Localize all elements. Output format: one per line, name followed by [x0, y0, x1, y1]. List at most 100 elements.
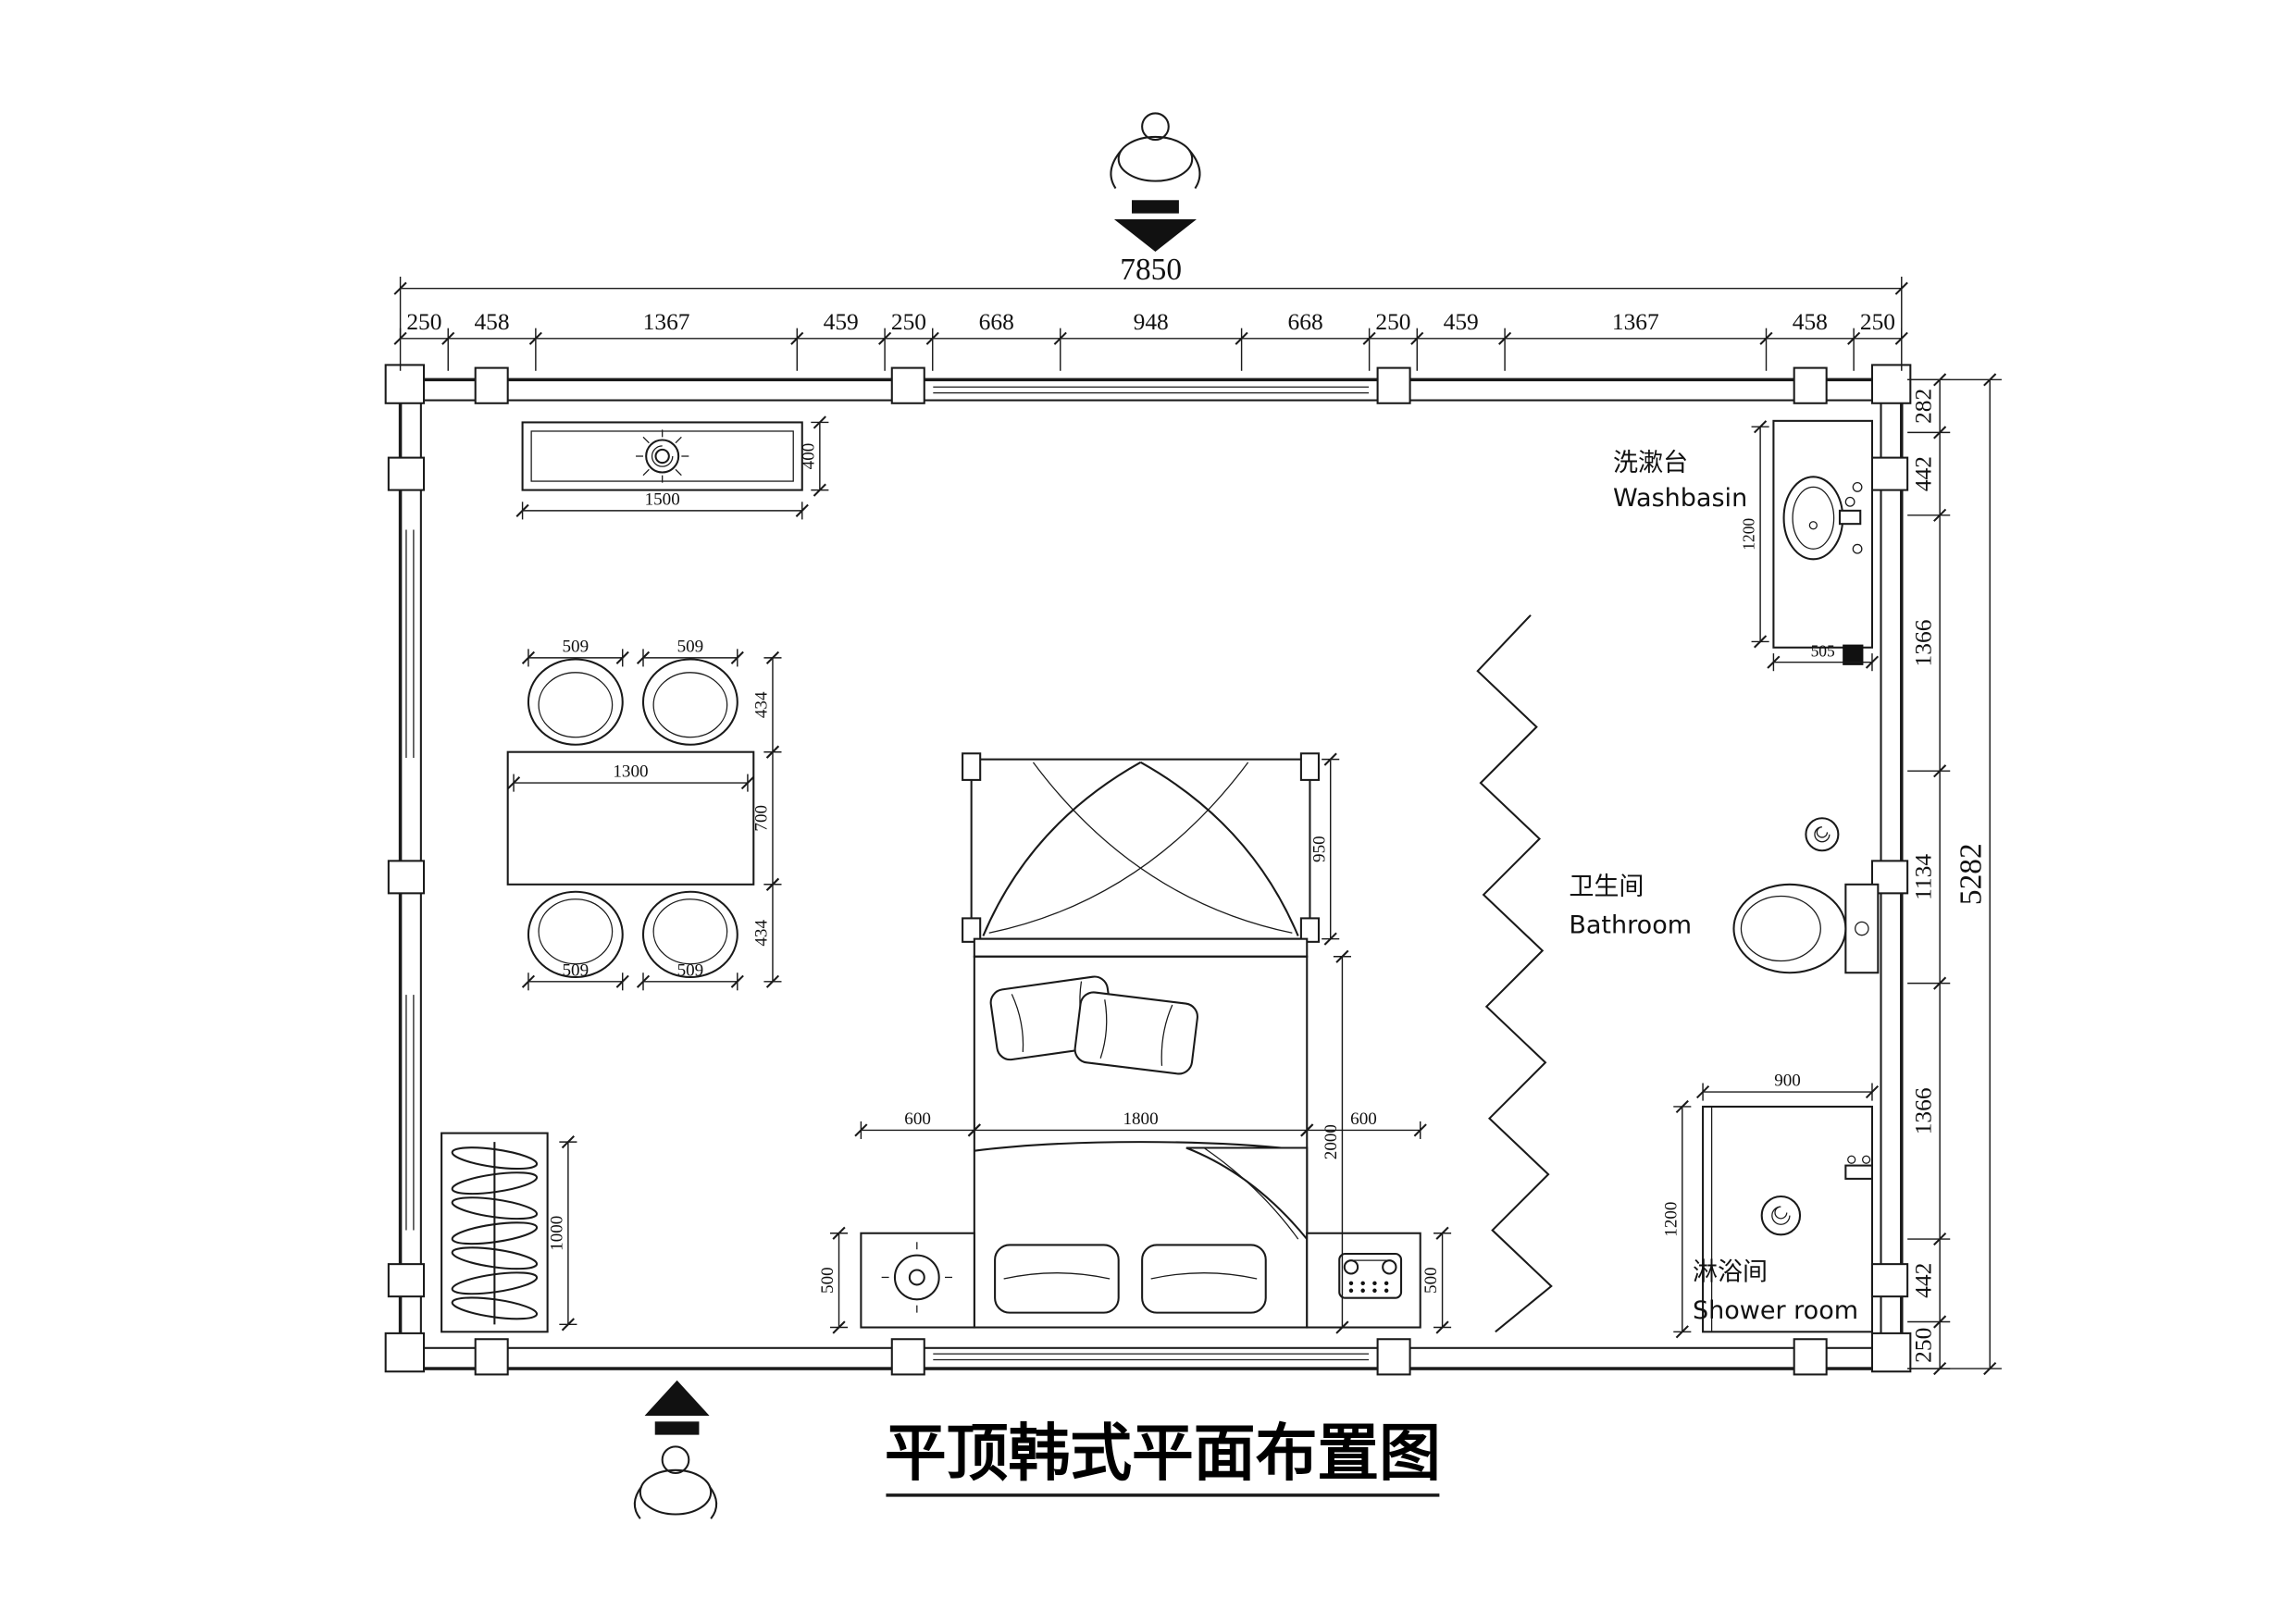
- drawing-title: 平顶韩式平面布置图: [885, 1418, 1441, 1490]
- light-rays: [636, 429, 689, 483]
- ceiling-light: [521, 421, 803, 491]
- right-dim-1: 442: [1910, 456, 1937, 491]
- hanger: [451, 1296, 539, 1320]
- column: [1870, 456, 1909, 491]
- column: [1376, 1338, 1411, 1376]
- column: [387, 860, 426, 895]
- top-dim-9: 459: [1444, 308, 1479, 335]
- dim-nightstand_right_depth: 500: [1421, 1267, 1441, 1294]
- column: [384, 364, 426, 404]
- hanger: [451, 1171, 539, 1196]
- dining-set: [506, 658, 755, 979]
- headboard: [973, 937, 1309, 958]
- walls: [384, 364, 1912, 1376]
- shower-stall: [1702, 1105, 1874, 1333]
- entrance-arrow-top-icon: [1113, 200, 1197, 252]
- blanket-edge: [974, 1141, 1308, 1152]
- dim-chair_depth_top: 434: [752, 691, 772, 718]
- shower-label-en: Shower room: [1693, 1296, 1858, 1325]
- lamp: [893, 1254, 940, 1301]
- top-dim-6: 948: [1134, 308, 1169, 335]
- washbasin-counter: [1772, 419, 1874, 665]
- room-labels: 洗漱台 Washbasin 卫生间 Bathroom 淋浴间 Shower ro…: [1569, 449, 1858, 1325]
- dim-nightstand_right_width: 600: [1350, 1109, 1377, 1129]
- top-dim-7: 668: [1288, 308, 1323, 335]
- column: [1870, 1332, 1912, 1373]
- column: [474, 1338, 509, 1376]
- person-top-icon: [1110, 112, 1201, 190]
- nightstand-left: [860, 1232, 975, 1329]
- dim-washbasin_length: 1200: [1740, 518, 1758, 551]
- column: [387, 1263, 426, 1298]
- nightstand-right: [1306, 1232, 1421, 1329]
- canopy-drape: [982, 761, 1142, 936]
- top-dim-2: 1367: [643, 308, 690, 335]
- right-dim-4: 1366: [1910, 1087, 1937, 1134]
- top-dim-1: 458: [474, 308, 509, 335]
- column: [387, 456, 426, 491]
- window-lines: [405, 386, 1370, 1361]
- bathroom-label-en: Bathroom: [1569, 911, 1692, 939]
- washbasin-label-en: Washbasin: [1613, 484, 1747, 513]
- shower-label-cn: 淋浴间: [1693, 1258, 1768, 1287]
- right-dim-5: 442: [1910, 1263, 1937, 1298]
- partition-breakline: [1476, 614, 1553, 1333]
- toilet: [1732, 883, 1880, 974]
- right-total-dim: 5282: [1955, 843, 1989, 905]
- person-bottom-icon: [633, 1445, 718, 1519]
- column: [1376, 366, 1411, 404]
- dim-bed_length: 2000: [1322, 1124, 1341, 1159]
- telephone: [1338, 1252, 1403, 1299]
- column: [1793, 1338, 1828, 1376]
- dim-chair_width_br: 509: [677, 960, 704, 980]
- top-dim-12: 250: [1860, 308, 1895, 335]
- blanket-fold: [1185, 1146, 1309, 1242]
- dim-wardrobe_length: 1000: [548, 1216, 567, 1251]
- coat-rack: [441, 1132, 549, 1333]
- hanger: [451, 1246, 539, 1270]
- dim-shower_length: 1200: [1661, 1202, 1681, 1237]
- dim-nightstand_left_depth: 500: [818, 1267, 838, 1294]
- top-dim-0: 250: [406, 308, 441, 335]
- mattress: [973, 955, 1309, 1329]
- dim-canopy_depth: 950: [1309, 836, 1329, 862]
- hanger: [451, 1221, 539, 1245]
- shower-mixer: [1844, 1164, 1874, 1180]
- right-dim-0: 282: [1910, 389, 1937, 424]
- toilet-tank: [1844, 883, 1880, 974]
- column: [890, 1338, 925, 1376]
- hanger: [451, 1146, 539, 1171]
- hanger: [451, 1196, 539, 1220]
- canopy-frame: [970, 758, 1311, 940]
- column: [1843, 644, 1864, 665]
- top-dim-11: 458: [1793, 308, 1828, 335]
- dim-chair_width_tr: 509: [677, 638, 704, 657]
- right-dim-2: 1366: [1910, 620, 1937, 667]
- column: [474, 366, 509, 404]
- dim-shower_width: 900: [1774, 1072, 1801, 1091]
- bed: [962, 752, 1321, 1329]
- floor-drain: [1805, 817, 1840, 852]
- pillow: [1074, 991, 1198, 1075]
- column: [890, 366, 925, 404]
- washbasin-label-cn: 洗漱台: [1613, 449, 1688, 477]
- dim-chair_width_tl: 509: [563, 638, 590, 657]
- right-dim-6: 250: [1910, 1328, 1937, 1363]
- top-total-dim: 7850: [1120, 253, 1182, 287]
- dim-chair_depth_bottom: 434: [752, 920, 772, 947]
- column: [1793, 366, 1828, 404]
- hanger: [451, 1271, 539, 1295]
- dim-nightstand_left_width: 600: [904, 1109, 931, 1129]
- toilet-bowl: [1732, 883, 1847, 974]
- dim-chair_width_bl: 509: [563, 960, 590, 980]
- top-dim-8: 250: [1375, 308, 1410, 335]
- right-dim-3: 1134: [1910, 854, 1937, 900]
- foot-cushion: [1141, 1244, 1267, 1314]
- dim-light_depth: 400: [799, 443, 818, 470]
- faucet-icon: [1838, 509, 1862, 526]
- dim-table_depth: 700: [752, 805, 772, 832]
- dim-light_width: 1500: [645, 490, 680, 510]
- shower-head-icon: [1760, 1195, 1802, 1236]
